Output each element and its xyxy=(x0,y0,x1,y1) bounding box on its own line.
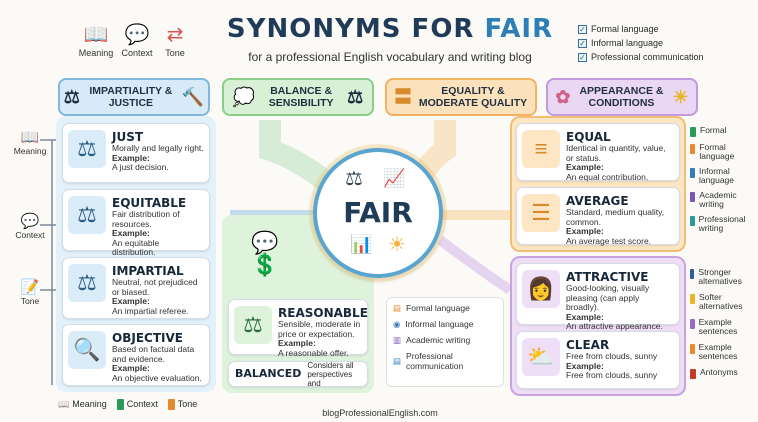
chat-icon: ◉ xyxy=(393,319,401,329)
center-circle xyxy=(313,148,443,278)
mid-legend: ▤Formal language ◉Informal language ▥Aca… xyxy=(386,297,504,387)
page-subtitle: for a professional English vocabulary an… xyxy=(248,50,532,64)
arrows-icon: ⇄ xyxy=(166,24,184,46)
book-icon: 📖 xyxy=(83,24,109,46)
title-accent: FAIR xyxy=(484,14,554,44)
scales-icon: ⚖ xyxy=(68,130,106,168)
flag-icon xyxy=(690,144,696,154)
top-meaning: 📖Meaning xyxy=(76,22,116,58)
sun-icon: ☀ xyxy=(672,87,689,107)
lady-justice-icon: ⚖ xyxy=(68,264,106,302)
bookmark-icon xyxy=(167,399,175,410)
sun-icon: ☀ xyxy=(388,234,406,256)
page-title: SYNONYMS FOR FAIR xyxy=(200,14,580,44)
category-impartiality: ⚖IMPARTIALITY & JUSTICE🔨 xyxy=(58,78,210,116)
document-icon: ▤ xyxy=(393,303,402,313)
sidebar-meaning: 📖Meaning xyxy=(8,128,52,156)
top-context: 💬Context xyxy=(117,22,157,58)
bar-chart-icon: 📊 xyxy=(350,234,373,254)
document-icon: ▤ xyxy=(393,356,402,366)
speech-bubbles-icon: 💬 xyxy=(20,213,40,230)
flag-icon xyxy=(690,269,695,279)
speech-bubbles-icon: 💬 xyxy=(124,24,150,46)
top-tone: ⇄Tone xyxy=(157,22,193,58)
sidebar-context: 💬Context xyxy=(8,212,52,240)
gavel-icon: 🔨 xyxy=(181,87,205,107)
bottom-legend: 📖Meaning Context Tone xyxy=(58,398,198,410)
flag-icon xyxy=(690,344,695,354)
sun-cloud-icon: ⛅ xyxy=(522,338,560,376)
scales-icon: ⚖ xyxy=(347,87,364,107)
footer-url[interactable]: blogProfessionalEnglish.com xyxy=(322,408,438,418)
book-icon: 📖 xyxy=(58,398,70,409)
scales-icon: ⚖ xyxy=(234,306,272,344)
flower-icon: ✿ xyxy=(555,87,571,107)
speech-bubble-icon: 💭 xyxy=(232,87,256,107)
flag-icon xyxy=(690,192,696,202)
category-appearance: ✿APPEARANCE & CONDITIONS☀ xyxy=(546,78,698,116)
money-icon: 💬💲 xyxy=(251,230,279,277)
title-main: SYNONYMS FOR xyxy=(226,14,485,44)
right-legend-top: Formal Formal language Informal language… xyxy=(690,126,756,233)
check-icon: ✓ xyxy=(578,52,587,62)
right-legend-bottom: Stronger alternatives Softer alternative… xyxy=(690,268,756,379)
rating-icon: ☰ xyxy=(522,194,560,232)
scales-icon: ⚖ xyxy=(63,87,80,107)
flag-icon xyxy=(690,294,695,304)
scales-icon: ⚖ xyxy=(345,168,363,190)
category-balance: 💭BALANCE & SENSIBILITY⚖ xyxy=(222,78,374,116)
check-icon: ✓ xyxy=(578,24,587,34)
book-icon: 📖 xyxy=(20,129,40,146)
sidebar-tone: 📝Tone xyxy=(8,278,52,306)
flag-icon xyxy=(690,168,696,178)
center-word: FAIR xyxy=(343,196,413,229)
flag-icon xyxy=(690,216,695,226)
chart-icon: 📈 xyxy=(383,168,406,188)
flag-icon xyxy=(690,369,696,379)
note-icon: 📝 xyxy=(20,279,40,296)
top-legend: ✓Formal language ✓Informal language ✓Pro… xyxy=(578,24,704,62)
magnifier-chart-icon: 🔍 xyxy=(68,331,106,369)
flag-icon xyxy=(690,319,695,329)
card-balanced: BALANCED Considers all perspectives and xyxy=(228,361,368,388)
equals-icon: 〓 xyxy=(394,87,412,107)
flag-icon xyxy=(690,127,696,137)
person-icon: 👩 xyxy=(522,270,560,308)
document-icon: ▥ xyxy=(393,335,402,345)
check-icon: ✓ xyxy=(578,38,587,48)
category-equality: 〓EQUALITY & MODERATE QUALITY xyxy=(385,78,537,116)
bookmark-icon xyxy=(116,399,124,410)
scales-icon: ⚖ xyxy=(68,196,106,234)
equals-icon: ≡ xyxy=(522,130,560,168)
